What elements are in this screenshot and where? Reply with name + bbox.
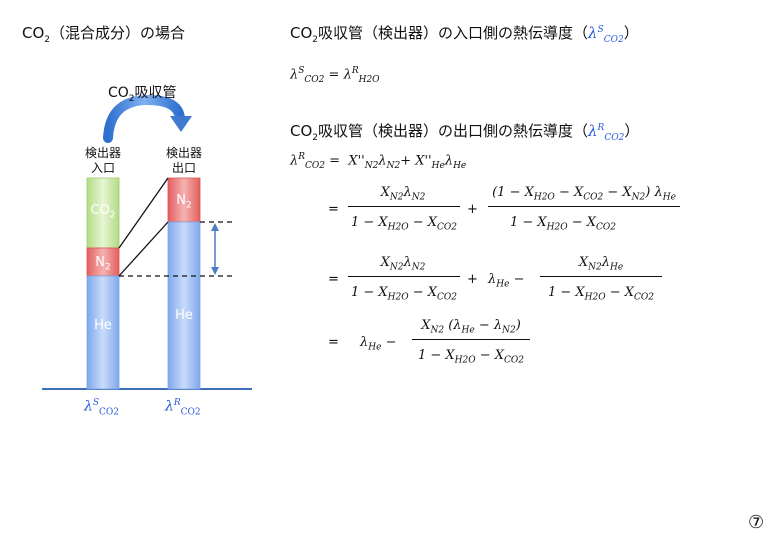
eq-line2-plus: + [467,272,478,287]
eq-line2-lambda-he: λHe − [488,272,525,290]
n2-bar-label-left: N2 [95,255,111,273]
connector-bottom [118,221,169,277]
equation-inlet: λSCO2 = λRH2O [290,66,380,85]
co2-segment-left [86,177,120,249]
eq-line2-frac2-den: 1 − XH2O − XCO2 [547,285,655,303]
eq-line1-frac1-num: XN2λN2 [380,185,426,203]
eq-line3-frac-num: XN2 (λHe − λN2) [421,318,521,336]
eq-line3-frac-den: 1 − XH2O − XCO2 [417,348,525,366]
eq-line1-frac1-den: 1 − XH2O − XCO2 [350,215,458,233]
lambda-r-label: λRCO2 [165,398,201,418]
eq-line3-lambda-he: λHe − [360,335,397,353]
he-bar-label-right: He [175,308,193,323]
n2-bar-label-right: N2 [176,193,192,211]
inlet-conductivity-title: CO2吸収管（検出器）の入口側の熱伝導度（λSCO2） [290,24,639,45]
he-segment-left [86,275,120,390]
equation-outlet: λRCO2 = X''N2λN2+ X''HeλHe [290,152,467,171]
eq-line2-frac1-den: 1 − XH2O − XCO2 [350,285,458,303]
eq-line2-frac2-num: XN2λHe [578,255,624,273]
connector-top [118,177,169,249]
eq-line1-equals: = [328,202,339,217]
eq-line2-frac1-num: XN2λN2 [380,255,426,273]
eq-line1-frac2-den: 1 − XH2O − XCO2 [509,215,617,233]
flow-arrow [103,94,185,143]
eq-line1-plus: + [467,202,478,217]
inlet-label: 検出器 入口 [84,146,121,175]
eq-line1-frac2-num: (1 − XH2O − XCO2 − XN2) λHe [492,185,676,203]
co2-bar-label: CO2 [90,203,116,221]
page-number: ⑦ [748,512,765,533]
lambda-s-label: λSCO2 [84,398,120,418]
outlet-label: 検出器 出口 [165,146,202,175]
eq-line3-equals: = [328,335,339,350]
he-bar-label-left: He [94,318,112,333]
left-title: CO2（混合成分）の場合 [22,24,186,45]
n2-segment-left [86,247,120,277]
absorber-label: CO2吸収管 [108,85,177,104]
he-segment-right [167,221,201,390]
eq-line2-equals: = [328,272,339,287]
outlet-conductivity-title: CO2吸収管（検出器）の出口側の熱伝導度（λRCO2） [290,122,640,143]
